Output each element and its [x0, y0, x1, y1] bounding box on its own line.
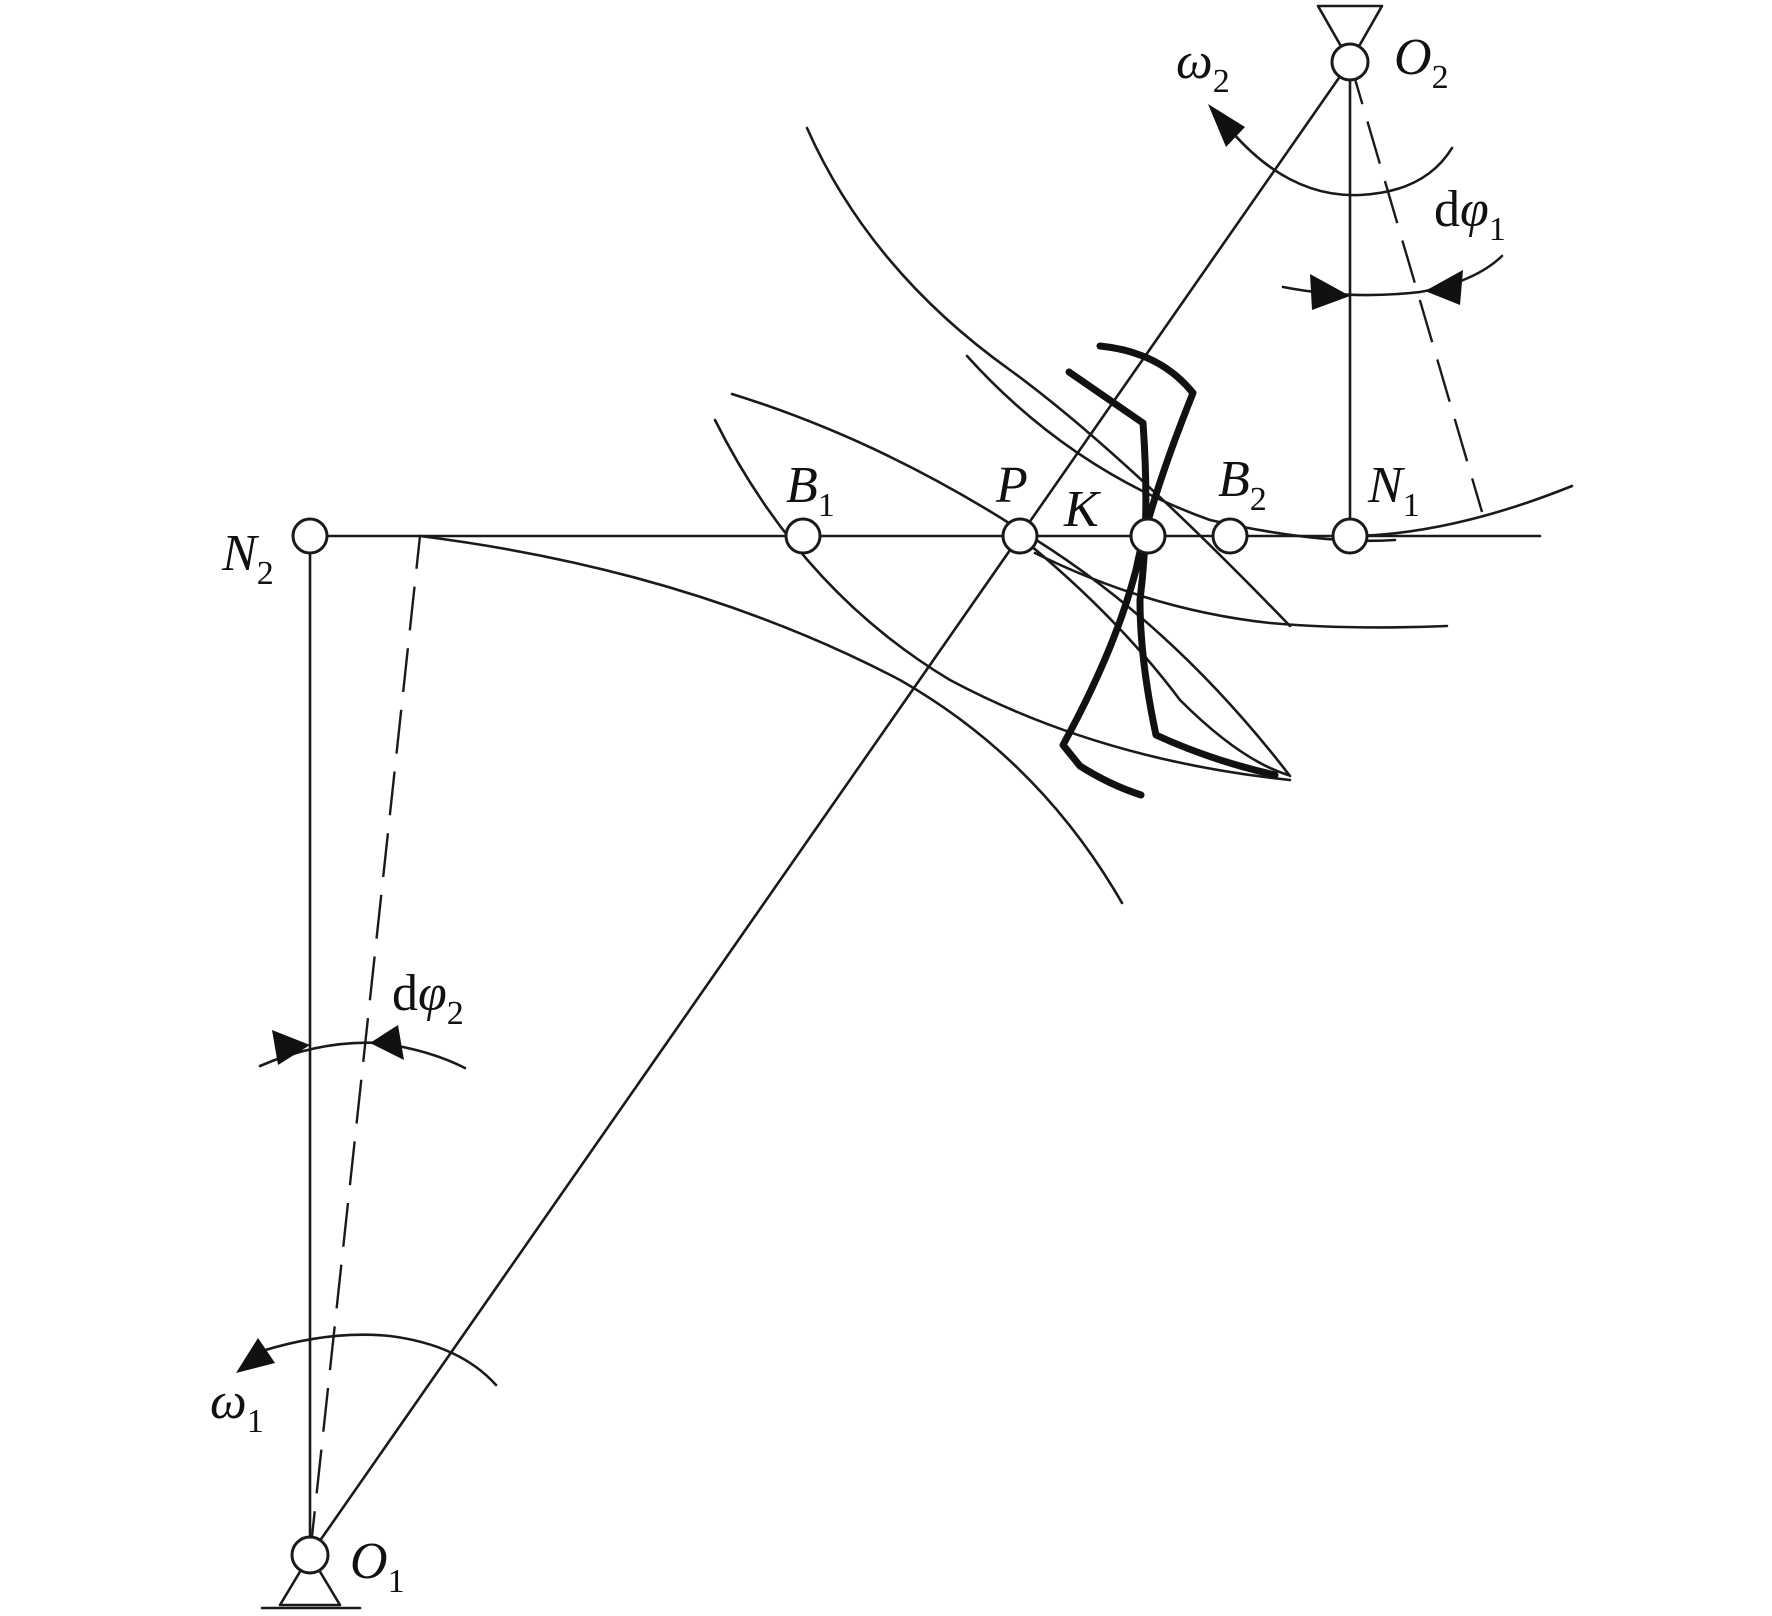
omega2-arrowhead	[1208, 104, 1245, 147]
label-omega1: ω1	[210, 1373, 264, 1440]
point-p	[1001, 517, 1039, 555]
label-dphi2: dφ2	[392, 965, 464, 1032]
point-k	[1129, 517, 1167, 555]
label-omega2: ω2	[1176, 33, 1230, 100]
label-o1: O1	[350, 1533, 405, 1600]
point-b2	[1211, 517, 1249, 555]
tooth-profile-2	[1065, 368, 1279, 779]
label-n1: N1	[1367, 457, 1420, 524]
arc-lower-right	[1028, 543, 1290, 777]
support-o1	[278, 1553, 342, 1607]
involute-curve-gear2	[1348, 484, 1574, 538]
omega1-arrowhead	[236, 1338, 275, 1373]
point-b1	[784, 517, 822, 555]
support-o2	[1316, 4, 1384, 64]
label-b2: B2	[1218, 451, 1267, 518]
dphi2-arrowhead-right	[370, 1025, 404, 1060]
label-k: K	[1063, 481, 1101, 538]
label-p: P	[995, 457, 1028, 514]
point-o2	[1330, 42, 1370, 82]
label-b1: B1	[786, 457, 835, 524]
center-line	[308, 60, 1352, 1557]
point-n2	[291, 517, 329, 555]
tooth-profile-1	[1059, 342, 1197, 799]
dphi2-arrowhead-left	[272, 1030, 310, 1065]
arc-right-lower	[1033, 551, 1449, 629]
involute-curve-gear1	[418, 534, 1124, 905]
omega2-arc	[1230, 130, 1454, 197]
dphi1-arrowhead-right	[1425, 270, 1463, 305]
label-n2: N2	[221, 525, 274, 592]
point-o1	[290, 1535, 330, 1575]
point-n1	[1331, 517, 1369, 555]
rotated-radius-gear2	[1348, 61, 1484, 513]
arc-mid-upper	[730, 392, 1292, 778]
label-dphi1: dφ1	[1434, 181, 1506, 248]
arc-upper-left	[805, 126, 1292, 628]
arc-left-lower	[713, 418, 1292, 782]
omega1-arc	[260, 1333, 498, 1387]
label-o2: O2	[1394, 29, 1449, 96]
rotated-radius-gear1	[308, 535, 422, 1556]
dphi1-arrowhead-left	[1310, 274, 1350, 310]
